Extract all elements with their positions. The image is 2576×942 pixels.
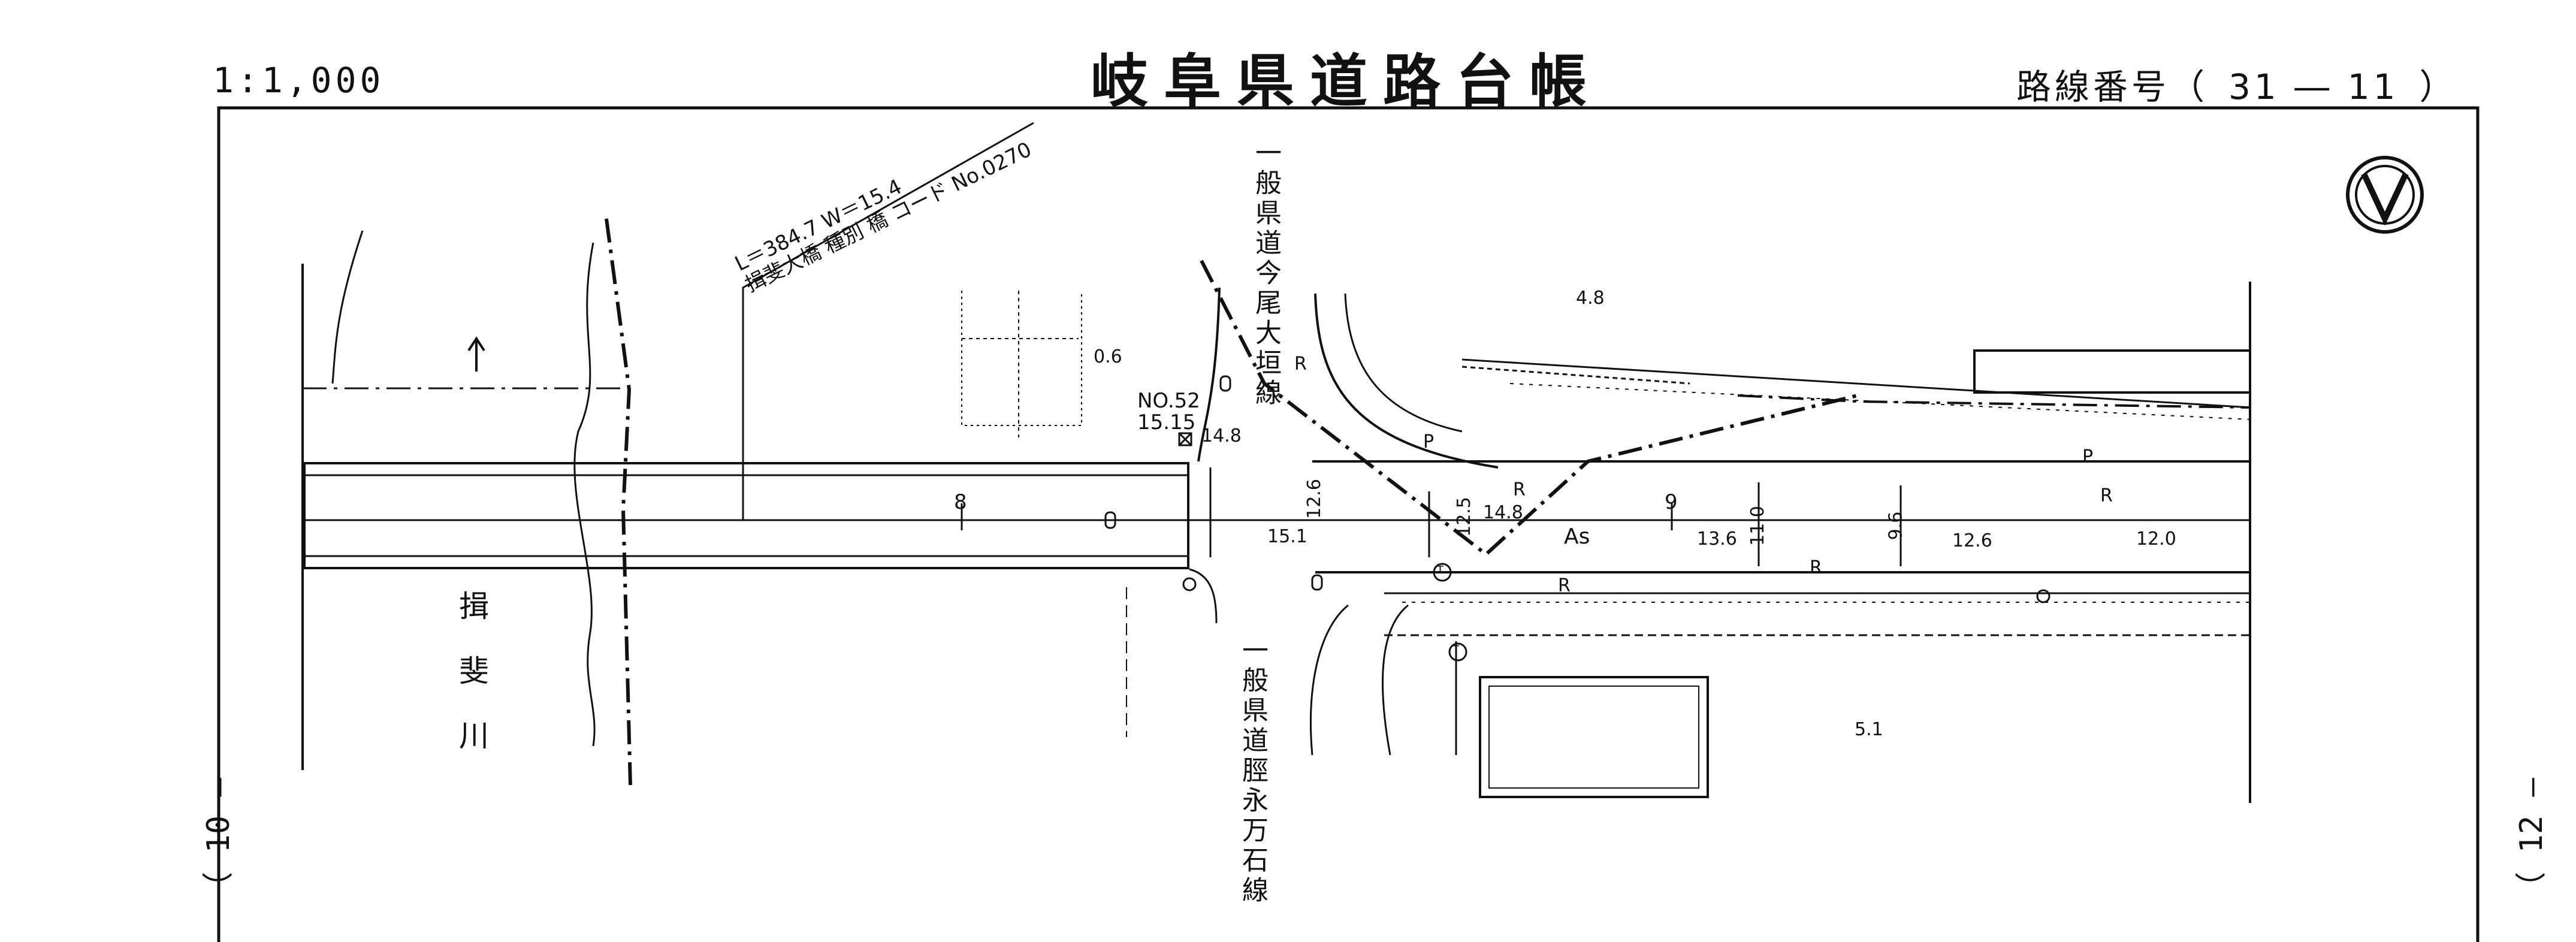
marker-p-1: P [1423,431,1435,452]
drain-icon-2 [1104,511,1116,529]
station-number: NO.52 15.15 [1137,389,1200,434]
benchmark-icon [1182,577,1197,591]
station-no-label: NO.52 [1137,389,1200,413]
bridge-info-leader [742,122,1034,520]
station-9: 9 [1665,490,1678,514]
building [1973,349,2251,394]
scale-label: 1:1,000 [213,60,385,101]
width-14-8-a: 14.8 [1201,425,1242,446]
drain-icon [1219,375,1231,392]
river-edge-curve [331,230,364,384]
boundary-line [605,218,632,786]
road-label-gomi-mangoku: 一般県道脛永万石線 [1237,636,1268,906]
width-12-5: 12.5 [1453,497,1475,537]
width-12-6: 12.6 [1952,530,1992,551]
marker-r-3: R [1558,575,1571,596]
width-13-6: 13.6 [1697,529,1737,550]
marker-r-4: R [1810,557,1822,578]
route-number-close: ） [2419,67,2458,107]
width-12-6-v: 12.6 [1303,479,1325,519]
surface-label: As [1564,524,1590,549]
elev-0-6: 0.6 [1094,346,1122,367]
benchmark-icon-2 [2036,589,2050,603]
marker-t-2: T [1452,644,1459,656]
building-south [1479,676,1709,798]
width-11-0: 11.0 [1747,506,1768,546]
elev-5-1: 5.1 [1855,719,1883,740]
route-number: 路線番号（ 31 ― 11 ） [2016,59,2458,109]
marker-p-2: P [2082,446,2094,467]
station-8: 8 [954,490,967,514]
river-label: 揖斐川 [454,590,489,784]
width-14-8-b: 14.8 [1483,502,1523,523]
width-9-6: 9.6 [1885,511,1907,541]
route-number-label: 路線番号（ [2016,67,2209,107]
station-marker-icon [1178,432,1192,446]
junction-kerb-north [1314,293,1499,469]
junction-kerb-west [1197,287,1221,462]
map-frame [217,106,2480,942]
width-15-1: 15.1 [1267,526,1307,547]
river-right-bank [573,242,596,747]
road-label-imao-ogaki: 一般県道今尾大垣線 [1251,139,1281,409]
station-no-value: 15.15 [1137,410,1196,434]
right-of-way-line [1200,259,1858,557]
marker-r-2: R [1513,479,1526,500]
bridge-deck [303,462,1189,569]
route-number-value: 31 ― 11 [2228,67,2399,107]
marker-t-1: T [1437,564,1443,576]
flow-arrow-icon [467,336,485,372]
marker-r-1: R [1294,354,1307,375]
elev-4-8: 4.8 [1576,288,1605,309]
north-arrow-icon [2346,156,2424,234]
width-12-0: 12.0 [2136,529,2176,550]
marker-r-5: R [2100,485,2113,506]
page-title: 岐阜県道路台帳 [1091,48,1602,115]
drain-icon-3 [1311,574,1323,591]
